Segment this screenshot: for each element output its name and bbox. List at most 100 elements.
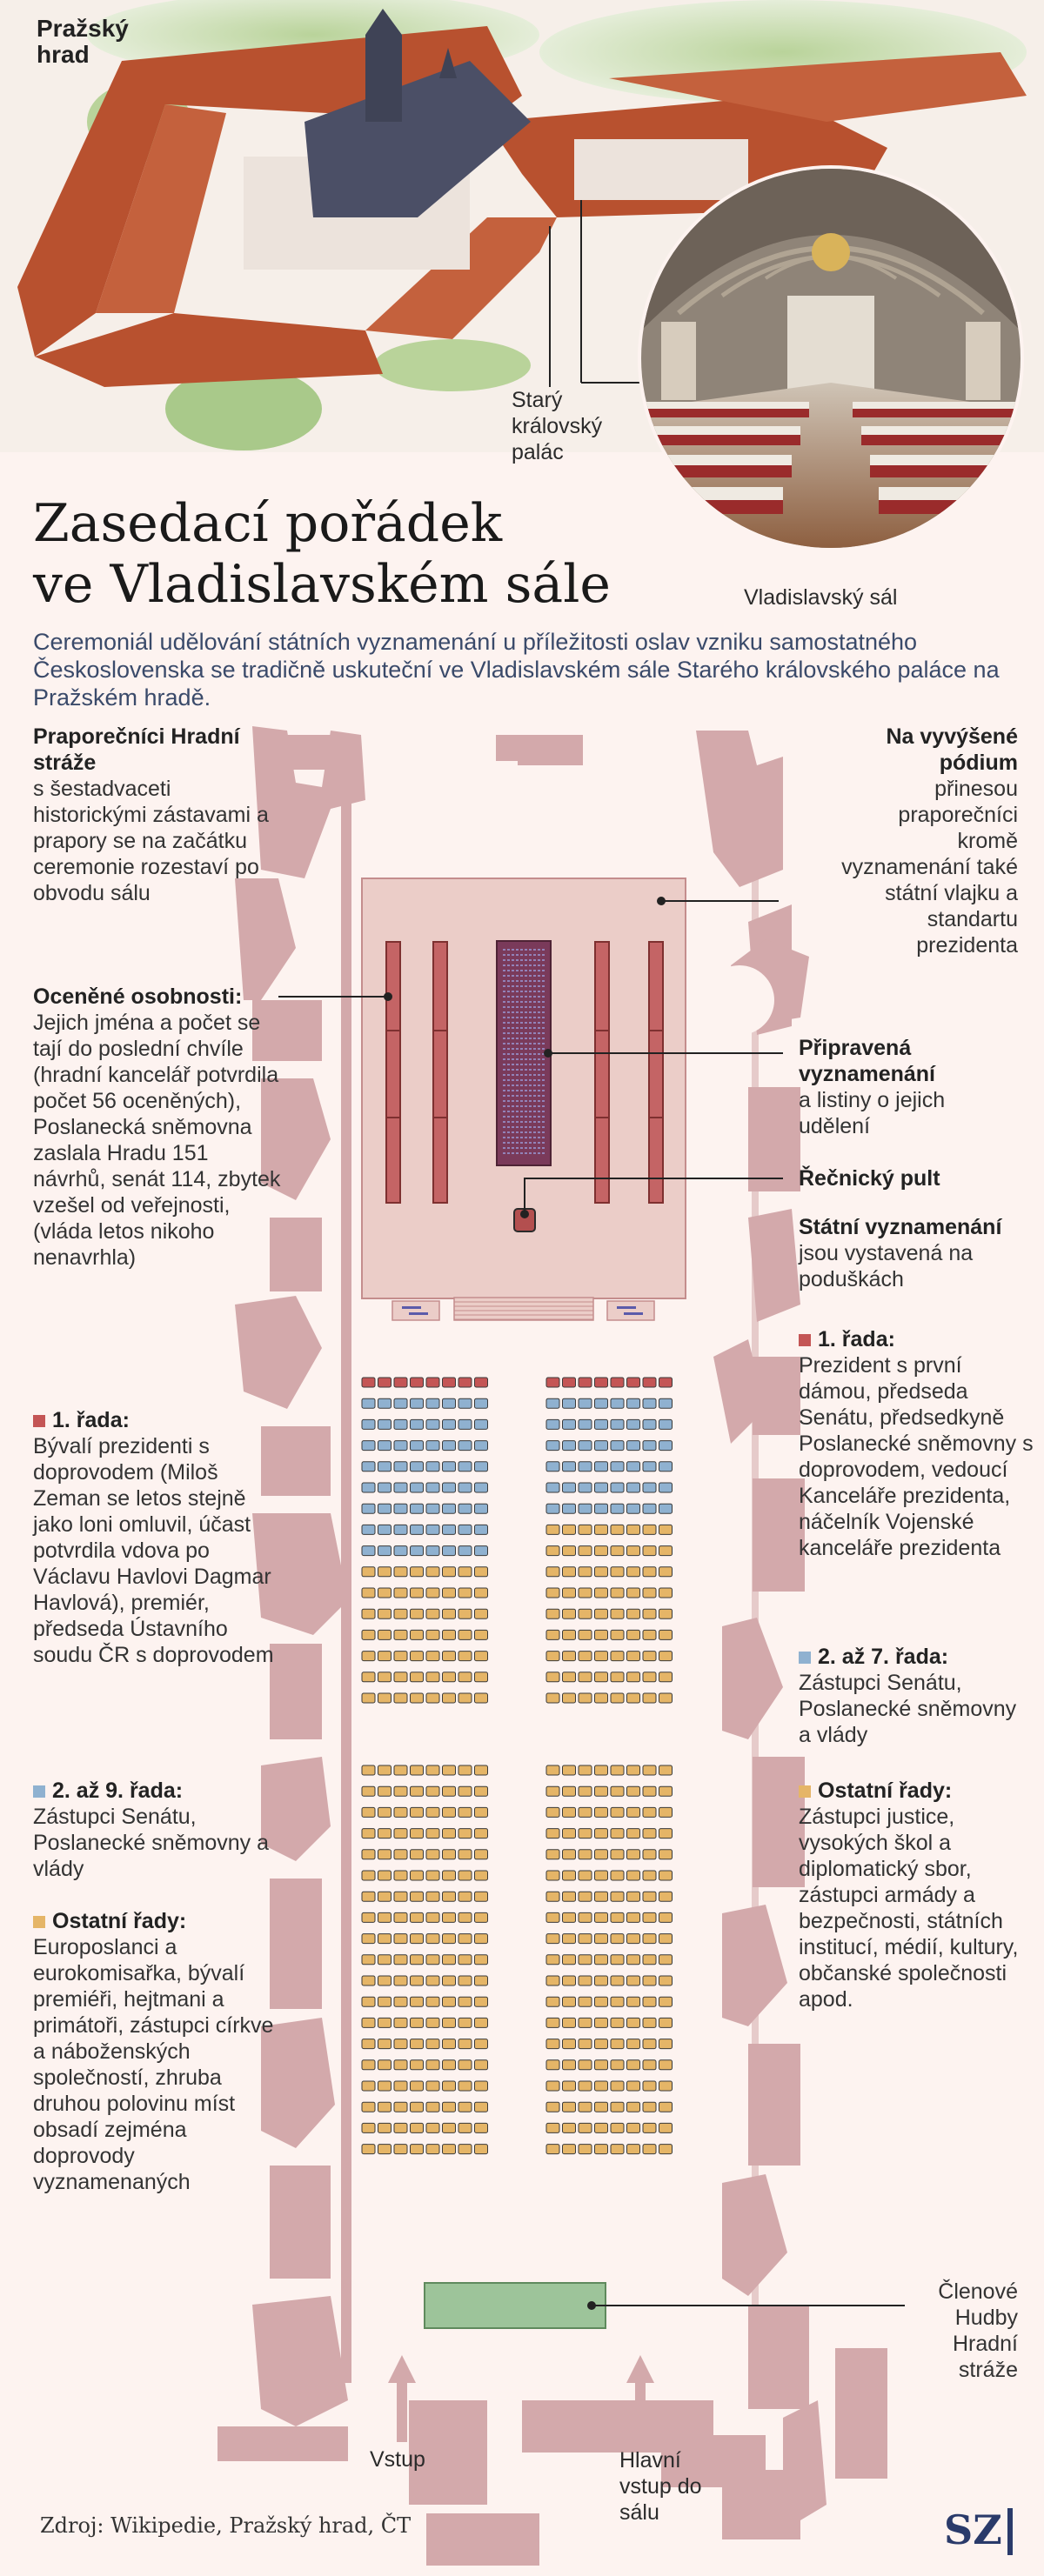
seat	[594, 1482, 608, 1493]
castle-courtyard	[574, 139, 748, 200]
seat	[594, 1785, 608, 1797]
seat	[642, 1524, 657, 1535]
seat	[545, 1398, 560, 1409]
seat	[393, 2122, 408, 2133]
seat	[393, 1692, 408, 1704]
seat	[562, 1418, 576, 1430]
seat	[610, 1651, 625, 1662]
seat	[393, 1765, 408, 1776]
seat	[594, 1587, 608, 1598]
seat	[659, 1545, 673, 1557]
seat	[458, 1503, 472, 1514]
castle-wing-roof	[96, 104, 226, 313]
seat	[545, 1608, 560, 1619]
seat	[659, 2080, 673, 2092]
seat	[410, 1870, 424, 1881]
seat	[578, 2122, 592, 2133]
callout-heading: Řečnický pult	[799, 1166, 940, 1191]
seat	[442, 1566, 456, 1578]
seat	[659, 2017, 673, 2028]
seat	[425, 1954, 440, 1965]
entry-arrow	[388, 2355, 654, 2442]
seat	[545, 1461, 560, 1472]
seat	[378, 1933, 392, 1945]
seat	[410, 1482, 424, 1493]
seat	[562, 1785, 576, 1797]
seat	[642, 1377, 657, 1388]
seat	[594, 1933, 608, 1945]
seat	[442, 1503, 456, 1514]
seat	[458, 1692, 472, 1704]
seat	[545, 1692, 560, 1704]
seat	[578, 1996, 592, 2007]
seat	[642, 1806, 657, 1818]
seat	[578, 1545, 592, 1557]
seat	[562, 1692, 576, 1704]
seat	[594, 2144, 608, 2155]
seat	[410, 1765, 424, 1776]
seat	[361, 1651, 376, 1662]
seat	[442, 1975, 456, 1986]
seat	[642, 2039, 657, 2050]
seat	[578, 2039, 592, 2050]
seat	[378, 1996, 392, 2007]
seat	[594, 1975, 608, 1986]
callout-text: jsou vystavená na podušká­ch	[799, 1241, 974, 1291]
seat	[545, 1765, 560, 1776]
flag-bar	[432, 941, 448, 1204]
row1-color-swatch	[799, 1334, 811, 1346]
seat	[474, 1651, 488, 1662]
flag-bar	[385, 941, 401, 1204]
seat	[626, 1398, 640, 1409]
seat	[626, 1891, 640, 1902]
seat	[610, 1545, 625, 1557]
seat	[474, 1608, 488, 1619]
seat	[410, 2080, 424, 2092]
seat	[659, 1933, 673, 1945]
seat	[442, 1587, 456, 1598]
seat	[410, 2039, 424, 2050]
seat	[393, 1785, 408, 1797]
seat	[410, 1418, 424, 1430]
seat	[610, 1765, 625, 1776]
seat	[378, 1566, 392, 1578]
cathedral-tower	[365, 9, 402, 122]
seat	[642, 2144, 657, 2155]
seat	[562, 2017, 576, 2028]
seat	[562, 2101, 576, 2112]
seat	[442, 1629, 456, 1640]
seat	[562, 1629, 576, 1640]
seat	[610, 1377, 625, 1388]
seat	[578, 1954, 592, 1965]
seat	[442, 1692, 456, 1704]
seat	[425, 1629, 440, 1640]
seat	[410, 1672, 424, 1683]
seat	[578, 1849, 592, 1860]
seat	[474, 1566, 488, 1578]
seat	[410, 1629, 424, 1640]
blue-color-swatch	[799, 1652, 811, 1664]
seat	[361, 1377, 376, 1388]
seat	[578, 1503, 592, 1514]
seat	[474, 1418, 488, 1430]
page-title-line-1: Zasedací pořádek	[33, 493, 503, 554]
seat	[562, 1891, 576, 1902]
seat	[578, 2101, 592, 2112]
seat	[659, 1828, 673, 1839]
publisher-logo: SZ	[944, 2506, 1002, 2553]
seat	[425, 1996, 440, 2007]
seat	[361, 2080, 376, 2092]
seat	[578, 2144, 592, 2155]
seat	[659, 2144, 673, 2155]
seat	[642, 1503, 657, 1514]
castle-wing-roof	[365, 217, 557, 339]
callout-heading: Státní vyznamenání	[799, 1215, 1002, 1239]
callout-heading: Ostatní řady:	[52, 1909, 187, 1933]
seat	[393, 1954, 408, 1965]
seat	[361, 1672, 376, 1683]
seat	[578, 1870, 592, 1881]
seat	[659, 1398, 673, 1409]
callout-text: Europoslanci a eurokomisařka, bývalí pre…	[33, 1935, 274, 2194]
seat	[642, 1482, 657, 1493]
callout-text: Zástupci Senátu, Poslanecké sněmovny a v…	[33, 1805, 269, 1881]
